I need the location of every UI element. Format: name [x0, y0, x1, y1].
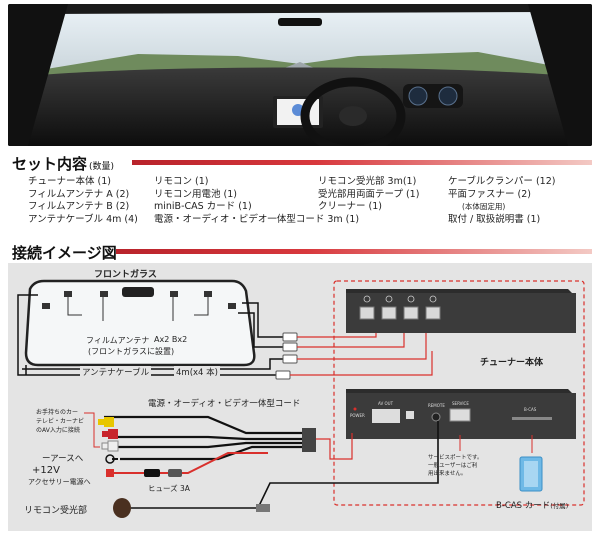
list-item: リモコン (1)	[154, 176, 209, 187]
tv-note-3: のAV入力に接続	[36, 427, 80, 434]
list-item: フィルムアンテナ A (2)	[28, 188, 130, 200]
service-note-3: 用出来ません。	[428, 471, 467, 477]
list-item: クリーナー (1)	[318, 201, 382, 213]
antenna-cable-label: アンテナケーブル	[80, 366, 152, 378]
list-item: (本体固定用)	[462, 202, 506, 212]
remote-receiver-label: リモコン受光部	[24, 506, 88, 516]
connection-diagram-title: 接続イメージ図	[12, 242, 117, 263]
service-note-2: 一般ユーザーはご利	[428, 463, 478, 469]
items-column-4: ケーブルクランパー (12) 平面ファスナー (2) (本体固定用) 取付 / …	[448, 176, 555, 226]
power-source-label: アクセサリー電源へ	[28, 478, 91, 486]
list-item: アンテナケーブル 4m (4)	[28, 213, 138, 225]
list-item: 電源・オーディオ・ビデオ一体型コード 3m (1)	[154, 213, 360, 225]
service-note-1: サービスポートです。	[428, 455, 483, 461]
port-power-label: POWER	[350, 413, 365, 418]
port-remote-label: REMOTE	[428, 403, 445, 408]
connection-diagram-rule	[116, 249, 592, 254]
connection-diagram: フロントガラス フィルムアンテナ Ax2 Bx2 (フロントガラスに設置) アン…	[8, 263, 592, 531]
set-contents-title: セット内容(数量)	[12, 153, 114, 174]
list-item: ケーブルクランパー (12)	[448, 176, 556, 187]
list-item: 受光部用両面テープ (1)	[318, 188, 420, 200]
items-column-3: リモコン受光部 3m(1) 受光部用両面テープ (1) クリーナー (1)	[318, 176, 419, 214]
set-contents-list: チューナー本体 (1) フィルムアンテナ A (2) フィルムアンテナ B (2…	[28, 176, 588, 240]
list-item: リモコン用電池 (1)	[154, 188, 237, 200]
port-service-label: SERVICE	[452, 401, 469, 406]
bcas-card-note: (付属)	[550, 502, 569, 510]
list-item: miniB-CAS カード (1)	[154, 201, 252, 213]
list-item: フィルムアンテナ B (2)	[28, 201, 130, 213]
front-glass-label: フロントガラス	[94, 270, 157, 280]
set-contents-heading: セット内容	[12, 155, 88, 173]
fuse-label: ヒューズ 3A	[148, 484, 190, 493]
connection-diagram-heading: 接続イメージ図	[12, 244, 117, 262]
av-cord-label: 電源・オーディオ・ビデオ一体型コード	[148, 399, 301, 409]
list-item: 取付 / 取扱説明書 (1)	[448, 213, 541, 225]
port-avout-label: AV OUT	[378, 401, 394, 406]
power-voltage-label: +12V	[32, 465, 60, 476]
items-column-2: リモコン (1) リモコン用電池 (1) miniB-CAS カード (1) 電…	[154, 176, 359, 226]
film-antenna-spec: Ax2 Bx2	[154, 335, 188, 344]
bcas-card-label: B-CAS カード(付属)	[496, 499, 568, 511]
bcas-card-name: B-CAS カード	[496, 501, 551, 511]
film-antenna-note: (フロントガラスに設置)	[88, 347, 175, 356]
set-contents-rule	[132, 160, 592, 165]
list-item: 平面ファスナー (2)	[448, 188, 531, 200]
list-item: リモコン受光部 3m(1)	[318, 176, 417, 187]
tv-note-2: テレビ・カーナビ	[36, 418, 85, 425]
ground-label: ーアースへ	[42, 454, 84, 464]
tv-note-1: お手持ちのカー	[36, 409, 79, 416]
tuner-body-label: チューナー本体	[480, 358, 544, 368]
set-contents-subtitle: (数量)	[89, 162, 115, 172]
film-antenna-label: フィルムアンテナ	[86, 336, 150, 345]
items-column-1: チューナー本体 (1) フィルムアンテナ A (2) フィルムアンテナ B (2…	[28, 176, 138, 226]
antenna-cable-spec: 4m(x4 本)	[174, 366, 220, 378]
car-dashboard-photo	[8, 4, 592, 146]
list-item: チューナー本体 (1)	[28, 176, 111, 187]
port-bcas-label: B-CAS	[524, 407, 537, 412]
